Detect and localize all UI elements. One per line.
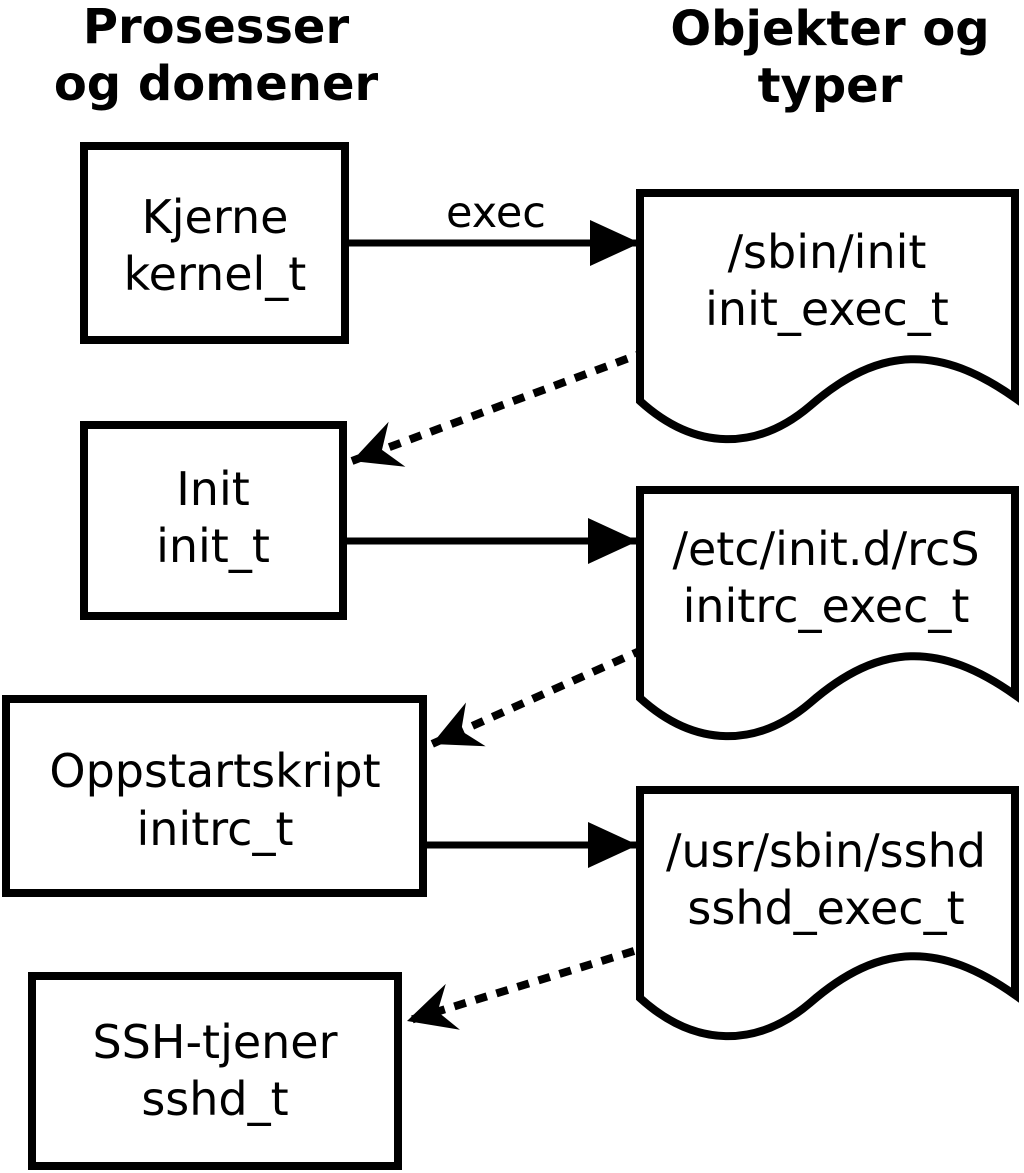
transition-arrow-sshd-exec-to-sshd xyxy=(405,947,636,1030)
object-doc-usr-sbin-sshd-shape xyxy=(636,786,1019,1041)
process-kernel-label: Kjerne xyxy=(142,190,289,244)
header-objects-line1: Objekter og xyxy=(670,1,989,57)
object-usr-sbin-sshd-type: sshd_exec_t xyxy=(687,881,964,935)
process-box-sshd: SSH-tjener sshd_t xyxy=(28,972,402,1170)
process-box-sshd-rect xyxy=(28,972,402,1170)
object-usr-sbin-sshd-path: /usr/sbin/sshd xyxy=(666,824,986,878)
header-objects-line2: typer xyxy=(758,58,903,114)
process-box-init-rect xyxy=(80,421,347,620)
process-box-initrc-rect xyxy=(2,695,427,897)
object-doc-sbin-init: /sbin/init init_exec_t xyxy=(636,189,1019,444)
process-init-label: Init xyxy=(176,462,250,516)
exec-arrow-label: exec xyxy=(446,188,546,238)
object-doc-sbin-init-shape xyxy=(636,189,1019,444)
exec-arrows: exec xyxy=(347,188,640,868)
object-etc-initd-rcs-type: initrc_exec_t xyxy=(683,579,970,633)
column-header-processes: Prosesser og domener xyxy=(54,0,379,112)
process-sshd-label: SSH-tjener xyxy=(92,1015,337,1069)
object-sbin-init-path: /sbin/init xyxy=(728,225,927,279)
column-header-objects: Objekter og typer xyxy=(670,1,989,114)
object-doc-etc-initd-rcs-shape xyxy=(636,486,1019,741)
process-initrc-type: initrc_t xyxy=(137,802,294,856)
process-initrc-label: Oppstartskript xyxy=(49,744,380,798)
process-box-kernel: Kjerne kernel_t xyxy=(80,142,349,344)
object-doc-usr-sbin-sshd: /usr/sbin/sshd sshd_exec_t xyxy=(636,786,1019,1041)
object-sbin-init-type: init_exec_t xyxy=(705,282,949,336)
transition-arrows xyxy=(350,347,650,1030)
process-box-initrc: Oppstartskript initrc_t xyxy=(2,695,427,897)
object-etc-initd-rcs-path: /etc/init.d/rcS xyxy=(672,522,979,576)
process-box-init: Init init_t xyxy=(80,421,347,620)
process-sshd-type: sshd_t xyxy=(141,1072,288,1126)
header-processes-line1: Prosesser xyxy=(83,0,350,55)
header-processes-line2: og domener xyxy=(54,56,379,112)
process-init-type: init_t xyxy=(156,519,270,573)
transition-arrow-initrc-exec-to-initrc xyxy=(430,645,646,748)
process-kernel-type: kernel_t xyxy=(124,247,307,301)
transition-arrow-init-exec-to-init xyxy=(350,347,650,467)
object-doc-etc-initd-rcs: /etc/init.d/rcS initrc_exec_t xyxy=(636,486,1019,741)
process-box-kernel-rect xyxy=(80,142,349,344)
